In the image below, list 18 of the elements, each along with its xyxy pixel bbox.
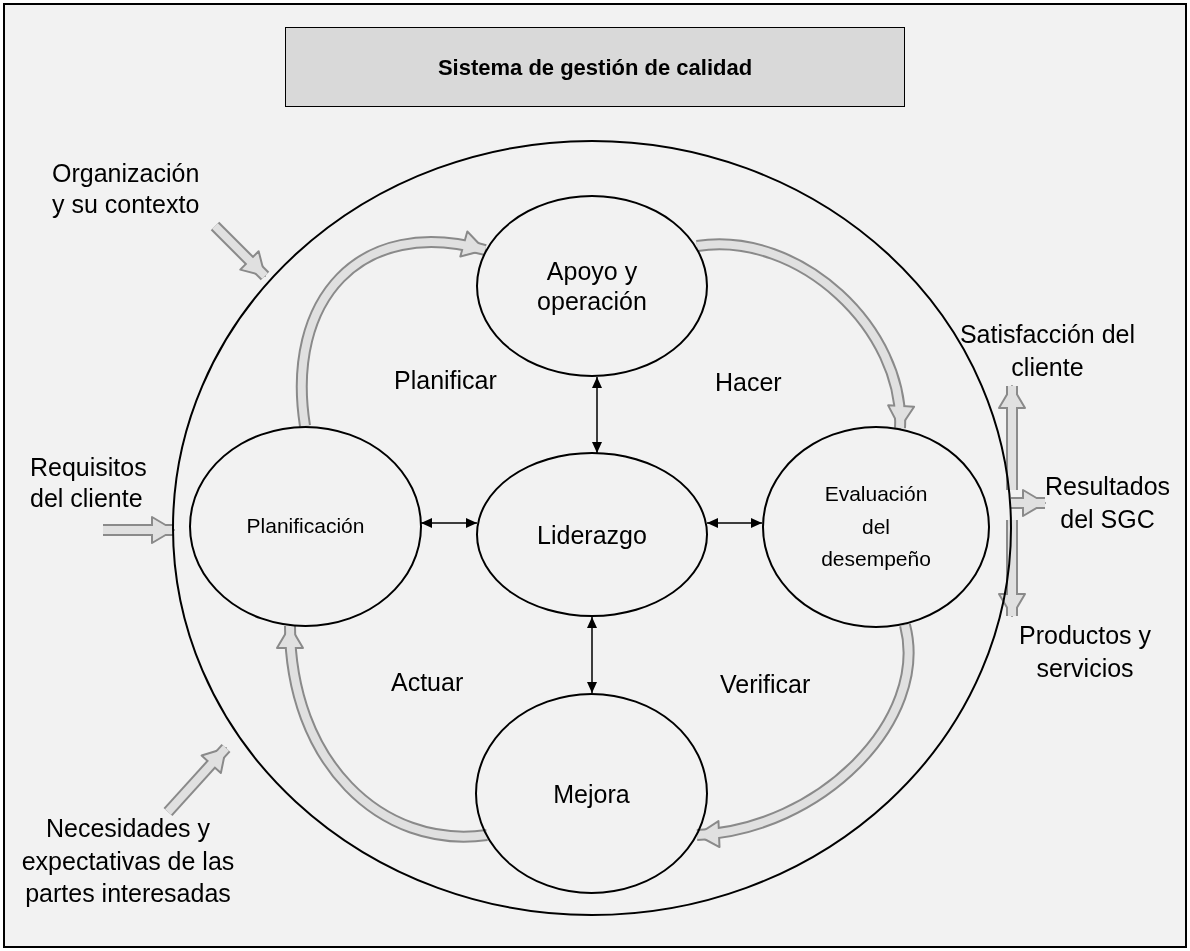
output-text: Resultados del SGC xyxy=(1045,470,1170,536)
phase-label: Actuar xyxy=(391,667,464,698)
double-arrow xyxy=(587,616,597,694)
process-ellipse: Planificación xyxy=(189,426,422,627)
double-arrow xyxy=(592,376,602,454)
input-text: Requisitos del cliente xyxy=(30,452,165,518)
double-arrow xyxy=(706,518,763,528)
phase-label: Verificar xyxy=(720,669,811,700)
input-text: Organización y su contexto xyxy=(52,158,215,224)
title-box: Sistema de gestión de calidad xyxy=(285,27,905,107)
output-text: Productos y servicios xyxy=(995,618,1175,684)
process-ellipse: Mejora xyxy=(475,693,708,894)
output-text: Satisfacción del cliente xyxy=(945,318,1150,384)
process-ellipse: Evaluación del desempeño xyxy=(762,426,990,628)
process-ellipse: Liderazgo xyxy=(476,452,708,617)
output-text: Necesidades y expectativas de las partes interesadas xyxy=(18,812,238,917)
phase-label: Hacer xyxy=(715,367,782,398)
double-arrow xyxy=(420,518,478,528)
